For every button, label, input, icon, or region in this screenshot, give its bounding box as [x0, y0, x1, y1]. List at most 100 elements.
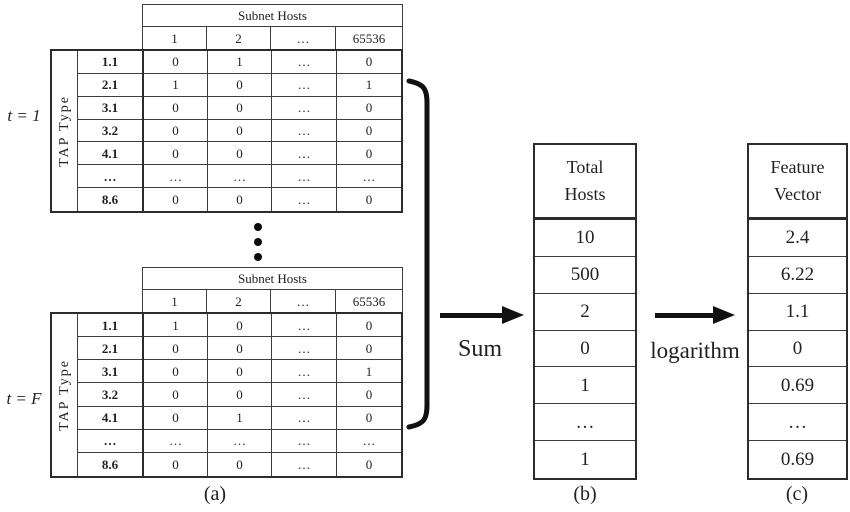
table-cell: 0 — [337, 142, 401, 166]
column-header-cell: 65536 — [352, 293, 386, 309]
row-label-cell: 3.2 — [78, 383, 142, 407]
logarithm-arrow — [655, 306, 735, 324]
row-label-cell: 2.1 — [78, 337, 142, 361]
feature-vector-cell: 0 — [749, 331, 846, 368]
table-cell: … — [272, 429, 337, 453]
column-header-cell: 65536 — [352, 30, 386, 46]
column-header-cell: 2 — [207, 27, 271, 49]
table-cell: 0 — [365, 192, 373, 208]
table-cell: 0 — [337, 337, 401, 361]
table-cell: 0 — [144, 383, 208, 407]
table-cell: … — [208, 429, 272, 453]
total-hosts-header: Total Hosts — [535, 145, 635, 220]
time-label-tF: t = F — [6, 389, 42, 408]
row-label-cell: … — [78, 165, 142, 189]
table-cell: … — [272, 314, 337, 338]
caption-a: (a) — [203, 483, 227, 505]
feature-vector-cell: 0.69 — [780, 449, 815, 471]
sum-arrow — [440, 306, 524, 324]
table-cell: … — [272, 406, 337, 430]
row-label-cell: 2.1 — [78, 74, 142, 97]
table-cell: 0 — [208, 360, 272, 384]
column-header-cell: 1 — [143, 27, 207, 49]
table-cell: … — [272, 360, 337, 384]
row-label-cell: 3.1 — [78, 97, 142, 120]
total-hosts-cell: … — [535, 404, 635, 442]
row-label-cell: 8.6 — [101, 456, 119, 472]
table-cell: … — [272, 96, 337, 120]
table-cell: … — [272, 51, 337, 74]
feature-vector-cell: 1.1 — [749, 294, 846, 331]
table-cell: … — [144, 165, 208, 189]
table-cell: … — [272, 142, 337, 166]
table-cell: … — [208, 165, 272, 189]
table-cell: 0 — [208, 452, 272, 476]
sum-arrow-head-icon — [502, 306, 524, 324]
logarithm-operation-label: logarithm — [650, 338, 740, 363]
table-cell: … — [272, 73, 337, 97]
row-label-cell: 8.6 — [101, 192, 119, 208]
table-cell: 1 — [144, 314, 208, 338]
row-label-cell: … — [78, 430, 142, 453]
feature-vector-header-line2: Vector — [774, 184, 821, 204]
column-header-cell: 1 — [143, 290, 207, 312]
total-hosts-cell: 1 — [580, 449, 590, 471]
tap-type-axis-cell: TAP Type — [52, 314, 78, 476]
ellipsis-dot — [254, 223, 262, 231]
table-cell: 1 — [144, 73, 208, 97]
row-label-cell: 3.2 — [78, 120, 142, 143]
table-cell: … — [272, 337, 337, 361]
tap-type-axis-label: TAP Type — [56, 359, 72, 431]
column-header-cell: … — [271, 290, 336, 312]
table-cell: 0 — [365, 456, 373, 472]
table-cell: 0 — [208, 142, 272, 166]
table-cell: 0 — [337, 97, 401, 120]
ellipsis-dot — [254, 253, 262, 261]
logarithm-arrow-shaft — [655, 313, 713, 318]
table-cell: 0 — [337, 314, 401, 338]
table-cell: 0 — [337, 120, 401, 143]
table-cell: … — [272, 383, 337, 407]
sum-operation-label: Sum — [457, 336, 502, 362]
total-hosts-header-line2: Hosts — [564, 184, 606, 204]
feature-vector-cell: 0.69 — [749, 367, 846, 405]
table-cell: 0 — [144, 96, 208, 120]
total-hosts-cell: 10 — [535, 220, 635, 257]
feature-vector-cell: 2.4 — [749, 220, 846, 257]
row-label-cell: 3.1 — [78, 360, 142, 384]
table-cell: 1 — [208, 51, 272, 74]
feature-vector-header-line1: Feature — [770, 157, 825, 177]
time-label-t1: t = 1 — [7, 106, 41, 125]
sum-arrow-shaft — [440, 313, 502, 318]
logarithm-arrow-head-icon — [713, 306, 735, 324]
table-cell: 0 — [144, 188, 208, 211]
ellipsis-dot — [254, 238, 262, 246]
table-cell: 1 — [337, 360, 401, 384]
total-hosts-cell: 0 — [535, 331, 635, 368]
table-cell: 0 — [208, 96, 272, 120]
total-hosts-cell: 1 — [535, 367, 635, 405]
table-cell: 0 — [337, 51, 401, 74]
table-cell: … — [144, 429, 208, 453]
column-header-cell: 2 — [207, 290, 271, 312]
table-cell: 1 — [337, 74, 401, 97]
row-label-cell: 4.1 — [78, 407, 142, 430]
table-cell: … — [337, 165, 401, 189]
table-cell: 1 — [208, 406, 272, 430]
table-cell: … — [337, 430, 401, 453]
feature-vector-header: Feature Vector — [749, 145, 846, 220]
table-cell: 0 — [144, 142, 208, 166]
subnet-hosts-header-t1: Subnet Hosts — [142, 4, 403, 27]
table-cell: 0 — [144, 337, 208, 361]
table-cell: 0 — [144, 51, 208, 74]
table-cell: 0 — [208, 383, 272, 407]
table-cell: 0 — [337, 407, 401, 430]
